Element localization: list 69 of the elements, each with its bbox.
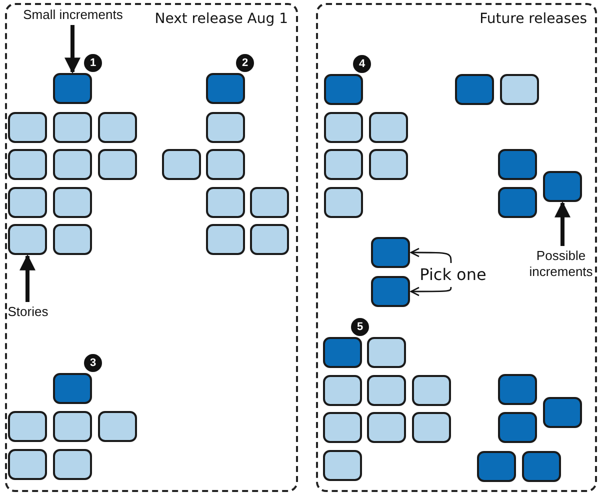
story-block — [98, 112, 137, 143]
increment-block — [371, 237, 410, 268]
increment-block — [543, 397, 582, 428]
story-block — [250, 224, 289, 255]
story-block — [53, 449, 92, 480]
step-number-badge: 1 — [83, 53, 103, 73]
story-block — [53, 112, 92, 143]
step-number-badge: 4 — [352, 54, 372, 74]
story-block — [98, 149, 137, 180]
step-number-badge: 3 — [83, 353, 103, 373]
story-block — [206, 149, 245, 180]
story-block — [98, 411, 137, 442]
story-block — [8, 411, 47, 442]
story-block — [8, 149, 47, 180]
story-block — [412, 412, 451, 443]
story-block — [53, 187, 92, 218]
arrow — [20, 254, 36, 302]
increment-block — [498, 149, 537, 180]
increment-block — [371, 276, 410, 307]
increment-block — [498, 374, 537, 405]
story-block — [53, 149, 92, 180]
story-block — [323, 450, 362, 481]
increment-block — [206, 73, 245, 104]
increment-block — [522, 451, 561, 482]
story-block — [324, 112, 363, 143]
story-block — [323, 412, 362, 443]
release-panel — [316, 3, 597, 492]
increment-block — [498, 412, 537, 443]
arrow — [64, 25, 80, 74]
release-panel — [5, 3, 298, 492]
annotation-text: Small increments — [18, 6, 128, 24]
story-block — [53, 224, 92, 255]
increment-block — [477, 451, 516, 482]
story-block — [412, 375, 451, 406]
story-block — [8, 224, 47, 255]
story-block — [206, 224, 245, 255]
story-block — [367, 337, 406, 368]
story-block — [367, 412, 406, 443]
increment-block — [455, 74, 494, 105]
arrow — [554, 201, 570, 246]
increment-block — [323, 337, 362, 368]
increment-block — [543, 171, 582, 202]
story-block — [8, 187, 47, 218]
story-block — [250, 187, 289, 218]
increment-block — [53, 73, 92, 104]
story-block — [367, 375, 406, 406]
increment-block — [53, 373, 92, 404]
story-block — [369, 149, 408, 180]
annotation-text: Stories — [4, 303, 52, 321]
annotation-text: Pick one — [418, 264, 488, 286]
story-block — [206, 187, 245, 218]
annotation-text: Possible increments — [526, 247, 596, 281]
step-number-badge: 5 — [350, 317, 370, 337]
story-block — [369, 112, 408, 143]
panel-title: Future releases — [480, 11, 587, 27]
story-block — [323, 375, 362, 406]
story-block — [8, 449, 47, 480]
arrow — [410, 286, 452, 296]
story-block — [324, 149, 363, 180]
story-block — [8, 112, 47, 143]
story-block — [162, 149, 201, 180]
increment-block — [324, 74, 363, 105]
story-block — [206, 112, 245, 143]
step-number-badge: 2 — [235, 53, 255, 73]
story-block — [324, 187, 363, 218]
story-block — [500, 74, 539, 105]
panel-title: Next release Aug 1 — [154, 11, 288, 27]
increment-block — [498, 187, 537, 218]
story-block — [53, 411, 92, 442]
